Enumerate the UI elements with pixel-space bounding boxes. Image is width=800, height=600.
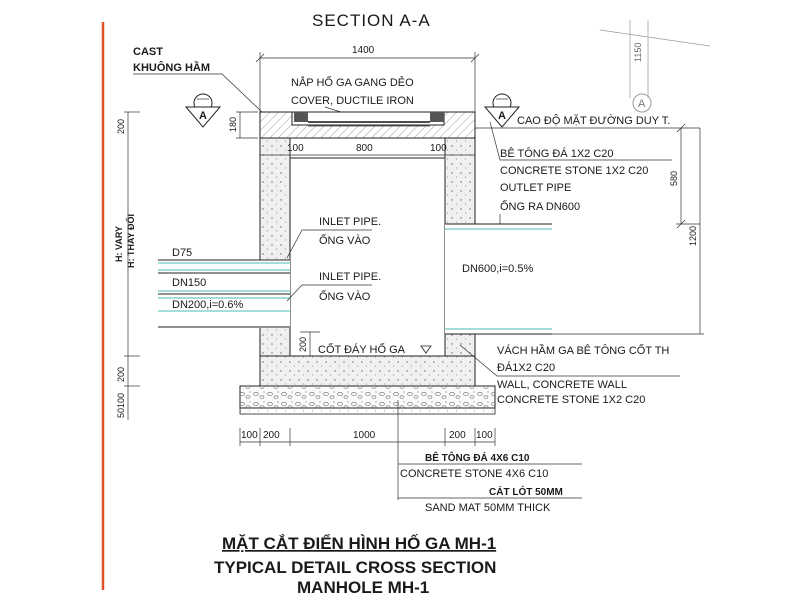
svg-text:50100: 50100 xyxy=(116,393,126,418)
inlet1-label-vn: ỐNG VÀO xyxy=(319,233,371,247)
outlet-label-en: OUTLET PIPE xyxy=(500,182,571,194)
outlet-label-vn: ỐNG RA DN600 xyxy=(500,199,580,213)
section-title: SECTION A-A xyxy=(312,11,431,30)
dim-left-top: 180 200 xyxy=(116,111,258,140)
svg-text:100: 100 xyxy=(476,430,493,441)
svg-text:180: 180 xyxy=(228,117,238,132)
base-label-en: CONCRETE STONE 4X6 C10 xyxy=(400,468,548,480)
inlet2-label-en: INLET PIPE. xyxy=(319,271,381,283)
svg-text:200: 200 xyxy=(298,337,308,352)
cover-label-vn: NẮP HỐ GA GANG DẺO xyxy=(291,75,414,89)
svg-text:580: 580 xyxy=(669,171,679,186)
svg-text:200: 200 xyxy=(449,430,466,441)
bottom-level: CỐT ĐÁY HỐ GA 200 xyxy=(298,331,432,356)
svg-text:A: A xyxy=(638,98,646,110)
svg-text:D75: D75 xyxy=(172,247,192,259)
dim-inner-width: 100 800 100 xyxy=(260,140,475,160)
svg-text:A: A xyxy=(199,110,207,122)
svg-text:CỐT ĐÁY HỐ GA: CỐT ĐÁY HỐ GA xyxy=(318,342,406,356)
inlet1-label-en: INLET PIPE. xyxy=(319,216,381,228)
h-vary-label: H: VARY xyxy=(114,226,124,262)
dim-right: 580 1200 xyxy=(552,123,704,335)
wall-label-en-2: CONCRETE STONE 1X2 C20 xyxy=(497,394,645,406)
dim-left-bottom: 200 50100 xyxy=(116,355,140,418)
cover-slab xyxy=(259,111,476,139)
svg-text:1400: 1400 xyxy=(352,45,375,56)
cast-label: CAST xyxy=(133,46,163,58)
outlet-pipe-dn600: DN600,i=0.5% xyxy=(445,223,552,335)
svg-text:100: 100 xyxy=(241,430,258,441)
wall-label-en-1: WALL, CONCRETE WALL xyxy=(497,379,627,391)
svg-text:DN200,i=0.6%: DN200,i=0.6% xyxy=(172,299,243,311)
base-slab xyxy=(239,385,496,415)
inlet2-label-vn: ỐNG VÀO xyxy=(319,289,371,303)
svg-text:800: 800 xyxy=(356,143,373,154)
svg-text:100: 100 xyxy=(430,143,447,154)
svg-text:A: A xyxy=(498,110,506,122)
dim-bottom: 100 200 1000 200 100 xyxy=(239,428,496,446)
base-label-vn: BÊ TÔNG ĐÁ 4X6 C10 xyxy=(425,451,530,464)
dim-top-1400: 1400 xyxy=(255,45,480,112)
svg-text:100: 100 xyxy=(287,143,304,154)
inlet-pipes: D75 DN150 DN200,i=0.6% xyxy=(158,247,290,328)
footer-title-en-2: MANHOLE MH-1 xyxy=(297,578,429,597)
svg-text:1150: 1150 xyxy=(633,43,643,62)
wall-label-vn-1: VÁCH HẦM GA BÊ TÔNG CỐT TH xyxy=(497,343,669,357)
h-thay-doi-label: H: THAY ĐỔI xyxy=(125,214,136,268)
road-level-label: CAO ĐỘ MẶT ĐƯỜNG DUY T. xyxy=(517,114,670,127)
concrete-top-vn: BÊ TÔNG ĐÁ 1X2 C20 xyxy=(500,147,614,160)
svg-text:1200: 1200 xyxy=(688,226,698,246)
svg-text:DN600,i=0.5%: DN600,i=0.5% xyxy=(462,263,533,275)
footer-title-vn: MẶT CẮT ĐIỂN HÌNH HỐ GA MH-1 xyxy=(222,533,496,553)
sand-label-vn: CÁT LÓT 50MM xyxy=(489,485,563,498)
wall-label-vn-2: ĐÁ1X2 C20 xyxy=(497,361,555,374)
cover-label-en: COVER, DUCTILE IRON xyxy=(291,95,414,107)
section-marker-top-right: A 1150 xyxy=(599,20,711,113)
khuong-ham-label: KHUÔNG HẦM xyxy=(133,61,210,74)
section-marker-left: A xyxy=(184,93,222,128)
svg-text:200: 200 xyxy=(116,367,126,382)
concrete-top-en: CONCRETE STONE 1X2 C20 xyxy=(500,165,648,177)
footer-title-en-1: TYPICAL DETAIL CROSS SECTION xyxy=(214,558,496,577)
svg-text:DN150: DN150 xyxy=(172,277,206,289)
svg-text:200: 200 xyxy=(263,430,280,441)
svg-text:1000: 1000 xyxy=(353,430,376,441)
section-marker-right: A xyxy=(483,93,521,128)
svg-text:200: 200 xyxy=(116,119,126,134)
sand-label-en: SAND MAT 50MM THICK xyxy=(425,502,551,514)
